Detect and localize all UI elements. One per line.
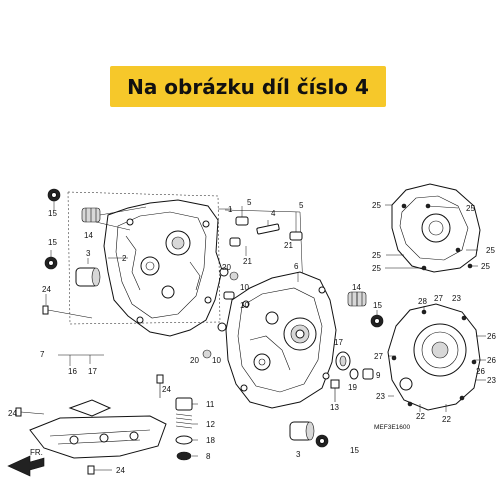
callout-23: 23 — [487, 376, 496, 385]
callout-15: 15 — [373, 301, 382, 310]
callout-5: 5 — [299, 201, 304, 210]
callout-25: 25 — [372, 251, 381, 260]
callout-27: 27 — [434, 294, 443, 303]
callout-24: 24 — [162, 385, 171, 394]
callout-12: 12 — [206, 420, 215, 429]
oil-seal-17 — [335, 351, 351, 371]
callout-26: 26 — [476, 367, 485, 376]
bearing-14-left — [81, 207, 101, 223]
callout-11: 11 — [206, 400, 215, 409]
callout-20: 20 — [222, 263, 231, 272]
callout-27: 27 — [374, 352, 383, 361]
bolt-13 — [330, 379, 340, 402]
callout-17: 17 — [334, 338, 343, 347]
washer-10-a — [229, 271, 239, 281]
callout-13: 13 — [330, 403, 339, 412]
callout-26: 26 — [487, 356, 496, 365]
callout-15: 15 — [48, 238, 57, 247]
crankcase-right-half — [225, 271, 337, 409]
washer-15-mid — [44, 256, 58, 270]
callout-14: 14 — [84, 231, 93, 240]
dowel-pin-5-b — [289, 231, 303, 241]
callout-20: 20 — [190, 356, 199, 365]
bolt-24-bottom — [87, 465, 112, 475]
callout-25: 25 — [372, 201, 381, 210]
callout-9: 9 — [376, 371, 381, 380]
callout-18: 18 — [206, 436, 215, 445]
callout-4: 4 — [271, 209, 276, 218]
callout-23: 23 — [376, 392, 385, 401]
front-direction-label: FR. — [30, 448, 43, 457]
callout-15: 15 — [48, 209, 57, 218]
o-ring-19 — [349, 368, 359, 380]
seal-20-b — [217, 322, 227, 332]
callout-1: 1 — [228, 205, 233, 214]
callout-25: 25 — [372, 264, 381, 273]
bushing-3-right — [289, 421, 315, 441]
callout-24: 24 — [8, 409, 17, 418]
callout-14: 14 — [352, 283, 361, 292]
callout-15: 15 — [350, 446, 359, 455]
callout-23: 23 — [452, 294, 461, 303]
callout-5: 5 — [247, 198, 252, 207]
pin-21 — [229, 237, 241, 247]
engine-bracket-7 — [29, 399, 167, 459]
crankcase-cover-lower — [387, 303, 481, 411]
callout-21: 21 — [243, 257, 252, 266]
seal-20-a — [219, 267, 229, 277]
callout-24: 24 — [42, 285, 51, 294]
callout-16: 16 — [68, 367, 77, 376]
bushing-3-left — [75, 267, 101, 287]
callout-28: 28 — [418, 297, 427, 306]
callout-8: 8 — [206, 452, 211, 461]
callout-10: 10 — [240, 283, 249, 292]
washer-10-c — [202, 349, 212, 359]
callout-6: 6 — [294, 262, 299, 271]
washer-15-top — [47, 188, 61, 202]
callout-19: 19 — [348, 383, 357, 392]
plug-9 — [362, 368, 374, 380]
callout-numbers: 15 15 14 3 24 2 1 5 4 5 21 21 6 20 10 10… — [8, 198, 496, 475]
bolt-24-mid — [156, 374, 164, 398]
leader-lines — [45, 201, 486, 457]
diagram-code: MEF3E1600 — [374, 424, 411, 431]
callout-3: 3 — [86, 249, 91, 258]
callout-3: 3 — [296, 450, 301, 459]
bolt-24-bottom-left — [15, 407, 45, 417]
callout-25: 25 — [486, 246, 495, 255]
dowel-pin-5-a — [235, 216, 249, 226]
stud-4 — [256, 223, 280, 235]
crankcase-left-half — [103, 199, 223, 337]
callout-2: 2 — [122, 254, 127, 263]
callout-17: 17 — [88, 367, 97, 376]
callout-25: 25 — [481, 262, 490, 271]
callout-22: 22 — [442, 415, 451, 424]
pin-21-b — [223, 291, 235, 300]
callout-10: 10 — [212, 356, 221, 365]
callout-26: 26 — [487, 332, 496, 341]
callout-25: 25 — [466, 204, 475, 213]
washer-15-bottom — [315, 434, 329, 448]
bolt-24-left — [42, 305, 93, 319]
front-direction-arrow — [7, 455, 45, 477]
spring-stack — [175, 397, 193, 461]
crankcase-cover-upper — [391, 183, 481, 273]
callout-24: 24 — [116, 466, 125, 475]
washer-15-right — [370, 314, 384, 328]
part-number-banner: Na obrázku díl číslo 4 — [110, 66, 386, 107]
banner-text: Na obrázku díl číslo 4 — [127, 74, 369, 99]
callout-10: 10 — [240, 301, 249, 310]
callout-22: 22 — [416, 412, 425, 421]
callout-7: 7 — [40, 350, 45, 359]
callout-21: 21 — [284, 241, 293, 250]
